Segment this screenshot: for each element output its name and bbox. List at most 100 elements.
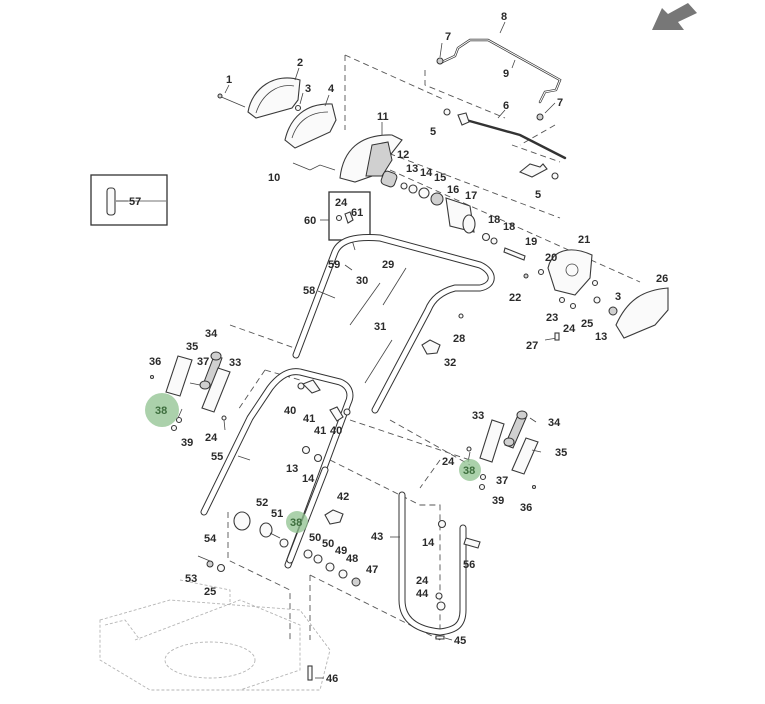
label-50[interactable]: 50 — [322, 538, 334, 550]
label-25[interactable]: 25 — [204, 586, 216, 598]
label-22[interactable]: 22 — [509, 292, 521, 304]
label-52[interactable]: 52 — [256, 497, 268, 509]
label-51[interactable]: 51 — [271, 508, 283, 520]
label-33[interactable]: 33 — [229, 357, 241, 369]
label-41[interactable]: 41 — [303, 413, 315, 425]
label-3[interactable]: 3 — [305, 83, 311, 95]
label-18[interactable]: 18 — [488, 214, 500, 226]
highlight-38-center[interactable] — [286, 511, 308, 533]
label-14[interactable]: 14 — [302, 473, 315, 485]
part-labels: 1 2 3 4 5 5 6 7 7 8 9 10 11 12 13 14 15 … — [129, 11, 668, 685]
lower-handle — [200, 368, 354, 569]
label-60[interactable]: 60 — [304, 215, 316, 227]
label-37[interactable]: 37 — [496, 475, 508, 487]
label-24[interactable]: 24 — [335, 197, 348, 209]
label-13[interactable]: 13 — [595, 331, 607, 343]
label-5[interactable]: 5 — [535, 189, 541, 201]
label-24[interactable]: 24 — [205, 432, 218, 444]
label-8[interactable]: 8 — [501, 11, 507, 23]
label-44[interactable]: 44 — [416, 588, 429, 600]
label-42[interactable]: 42 — [337, 491, 349, 503]
label-30[interactable]: 30 — [356, 275, 368, 287]
label-17[interactable]: 17 — [465, 190, 477, 202]
label-36[interactable]: 36 — [149, 356, 161, 368]
label-7[interactable]: 7 — [557, 97, 563, 109]
label-6[interactable]: 6 — [503, 100, 509, 112]
label-4[interactable]: 4 — [328, 83, 335, 95]
highlight-38-right[interactable] — [459, 459, 481, 481]
label-3[interactable]: 3 — [615, 291, 621, 303]
label-14[interactable]: 14 — [422, 537, 435, 549]
label-49[interactable]: 49 — [335, 545, 347, 557]
label-31[interactable]: 31 — [374, 321, 386, 333]
label-57[interactable]: 57 — [129, 196, 141, 208]
label-33[interactable]: 33 — [472, 410, 484, 422]
label-26[interactable]: 26 — [656, 273, 668, 285]
label-45[interactable]: 45 — [454, 635, 466, 647]
label-54[interactable]: 54 — [204, 533, 217, 545]
label-10[interactable]: 10 — [268, 172, 280, 184]
label-20[interactable]: 20 — [545, 252, 557, 264]
label-38[interactable]: 38 — [155, 405, 167, 417]
label-36[interactable]: 36 — [520, 502, 532, 514]
label-59[interactable]: 59 — [328, 259, 340, 271]
label-47[interactable]: 47 — [366, 564, 378, 576]
label-29[interactable]: 29 — [382, 259, 394, 271]
label-27[interactable]: 27 — [526, 340, 538, 352]
label-53[interactable]: 53 — [185, 573, 197, 585]
label-35[interactable]: 35 — [555, 447, 567, 459]
label-2[interactable]: 2 — [297, 57, 303, 69]
label-23[interactable]: 23 — [546, 312, 558, 324]
label-25[interactable]: 25 — [581, 318, 593, 330]
label-24[interactable]: 24 — [416, 575, 429, 587]
label-14[interactable]: 14 — [420, 167, 433, 179]
label-46[interactable]: 46 — [326, 673, 338, 685]
label-18[interactable]: 18 — [503, 221, 515, 233]
label-21[interactable]: 21 — [578, 234, 590, 246]
label-34[interactable]: 34 — [548, 417, 561, 429]
label-48[interactable]: 48 — [346, 553, 358, 565]
drive-axle-group — [380, 170, 526, 261]
label-24[interactable]: 24 — [442, 456, 455, 468]
right-pivot-group — [466, 410, 539, 491]
direction-arrow-icon — [652, 3, 697, 30]
label-61[interactable]: 61 — [351, 207, 363, 219]
label-28[interactable]: 28 — [453, 333, 465, 345]
label-40[interactable]: 40 — [284, 405, 296, 417]
control-bar-group — [436, 38, 567, 180]
lower-hardware-group — [197, 509, 361, 587]
label-9[interactable]: 9 — [503, 68, 509, 80]
label-40[interactable]: 40 — [330, 425, 342, 437]
label-12[interactable]: 12 — [397, 149, 409, 161]
label-5[interactable]: 5 — [430, 126, 436, 138]
label-55[interactable]: 55 — [211, 451, 223, 463]
cable-group — [349, 267, 464, 384]
label-24[interactable]: 24 — [563, 323, 576, 335]
label-35[interactable]: 35 — [186, 341, 198, 353]
label-1[interactable]: 1 — [226, 74, 232, 86]
label-13[interactable]: 13 — [286, 463, 298, 475]
label-11[interactable]: 11 — [377, 111, 389, 123]
label-58[interactable]: 58 — [303, 285, 315, 297]
label-37[interactable]: 37 — [197, 356, 209, 368]
highlight-38-left[interactable] — [145, 393, 179, 427]
label-13[interactable]: 13 — [406, 163, 418, 175]
label-16[interactable]: 16 — [447, 184, 459, 196]
label-41[interactable]: 41 — [314, 425, 326, 437]
label-43[interactable]: 43 — [371, 531, 383, 543]
label-19[interactable]: 19 — [525, 236, 537, 248]
label-50[interactable]: 50 — [309, 532, 321, 544]
shield-11 — [292, 134, 403, 183]
label-39[interactable]: 39 — [181, 437, 193, 449]
label-7[interactable]: 7 — [445, 31, 451, 43]
label-32[interactable]: 32 — [444, 357, 456, 369]
label-38[interactable]: 38 — [463, 465, 475, 477]
guide-lines — [227, 54, 641, 641]
label-39[interactable]: 39 — [492, 495, 504, 507]
label-15[interactable]: 15 — [434, 172, 446, 184]
label-34[interactable]: 34 — [205, 328, 218, 340]
label-38[interactable]: 38 — [290, 517, 302, 529]
label-56[interactable]: 56 — [463, 559, 475, 571]
gearbox-group — [523, 249, 669, 341]
